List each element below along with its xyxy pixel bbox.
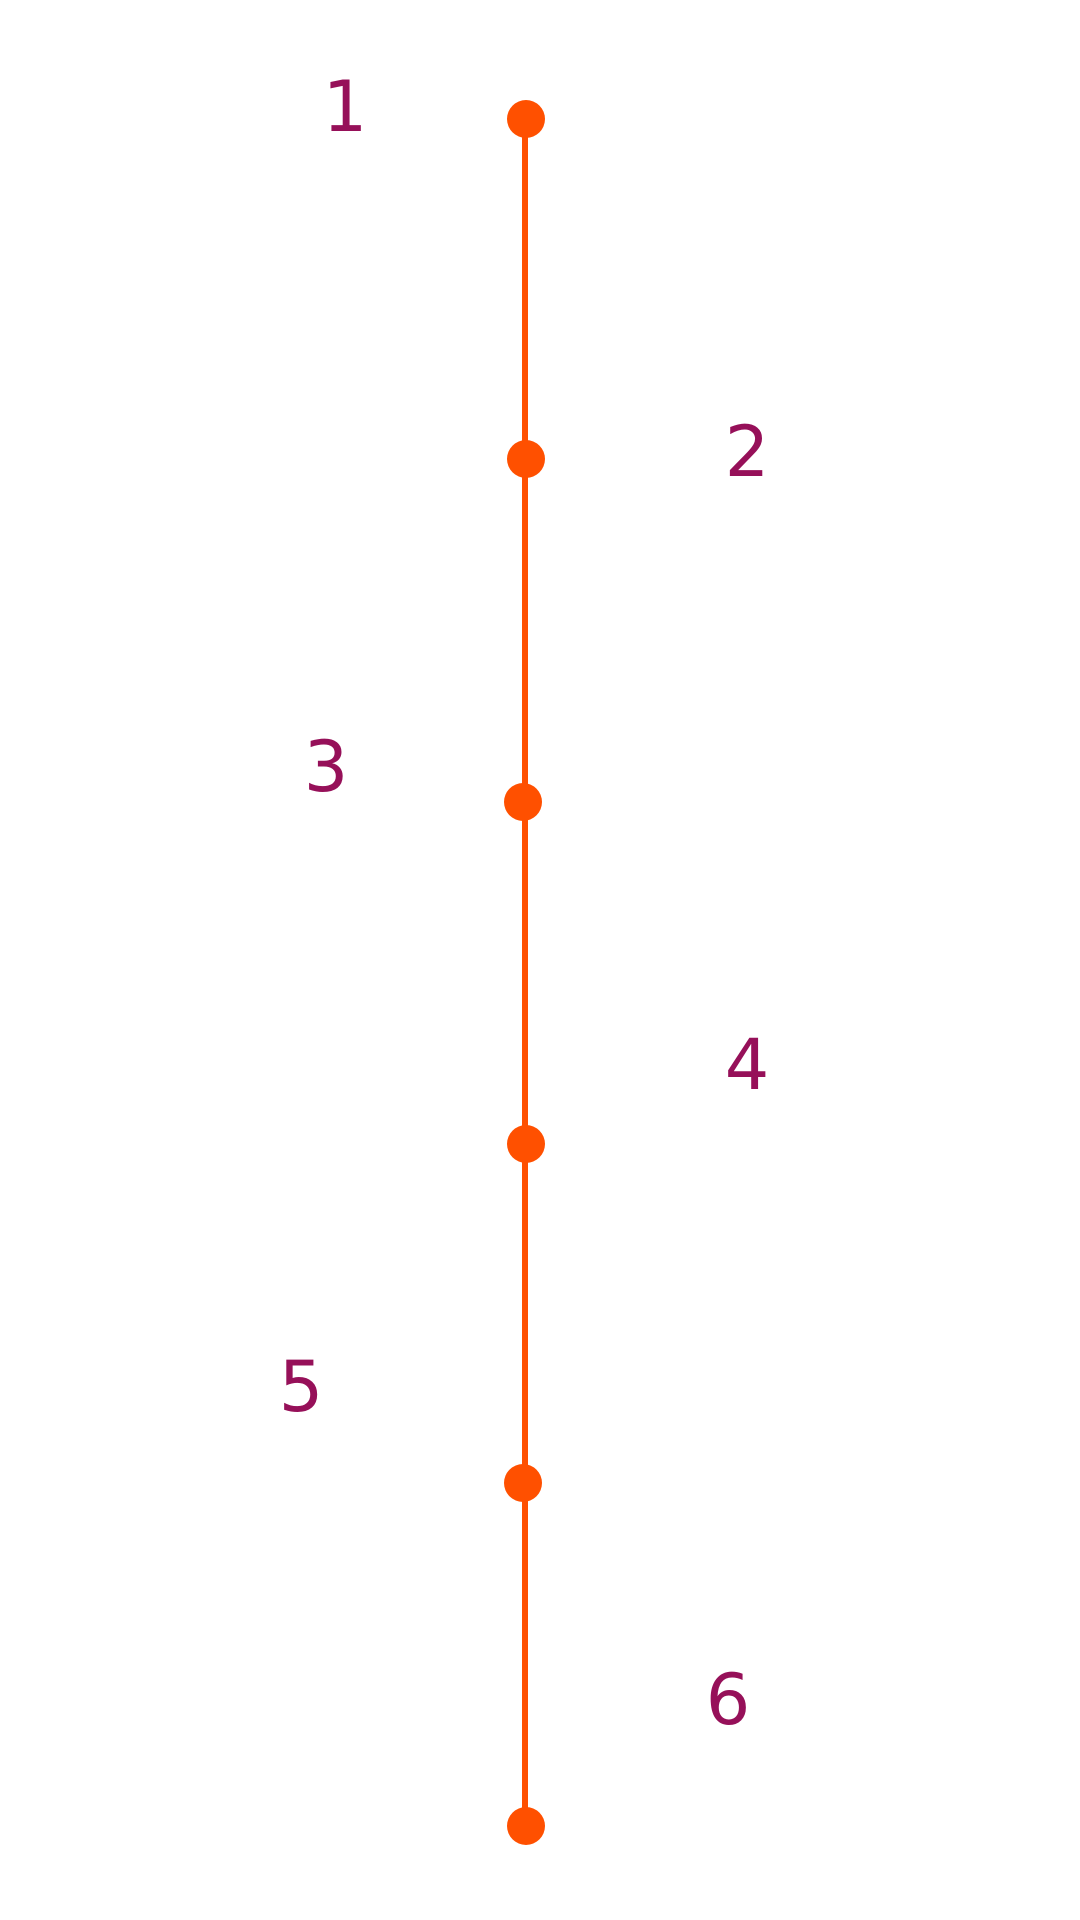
timeline-node-3 [504,783,542,821]
timeline-node-4 [507,1125,545,1163]
step-label-2: 2 [725,411,770,493]
timeline-node-2 [507,440,545,478]
step-label-4: 4 [725,1024,770,1106]
step-label-3: 3 [304,726,349,808]
step-label-6: 6 [706,1659,751,1741]
step-label-5: 5 [279,1346,324,1428]
timeline-node-end [507,1807,545,1845]
timeline-node-5 [504,1464,542,1502]
timeline-node-1 [507,100,545,138]
step-label-1: 1 [323,66,368,148]
